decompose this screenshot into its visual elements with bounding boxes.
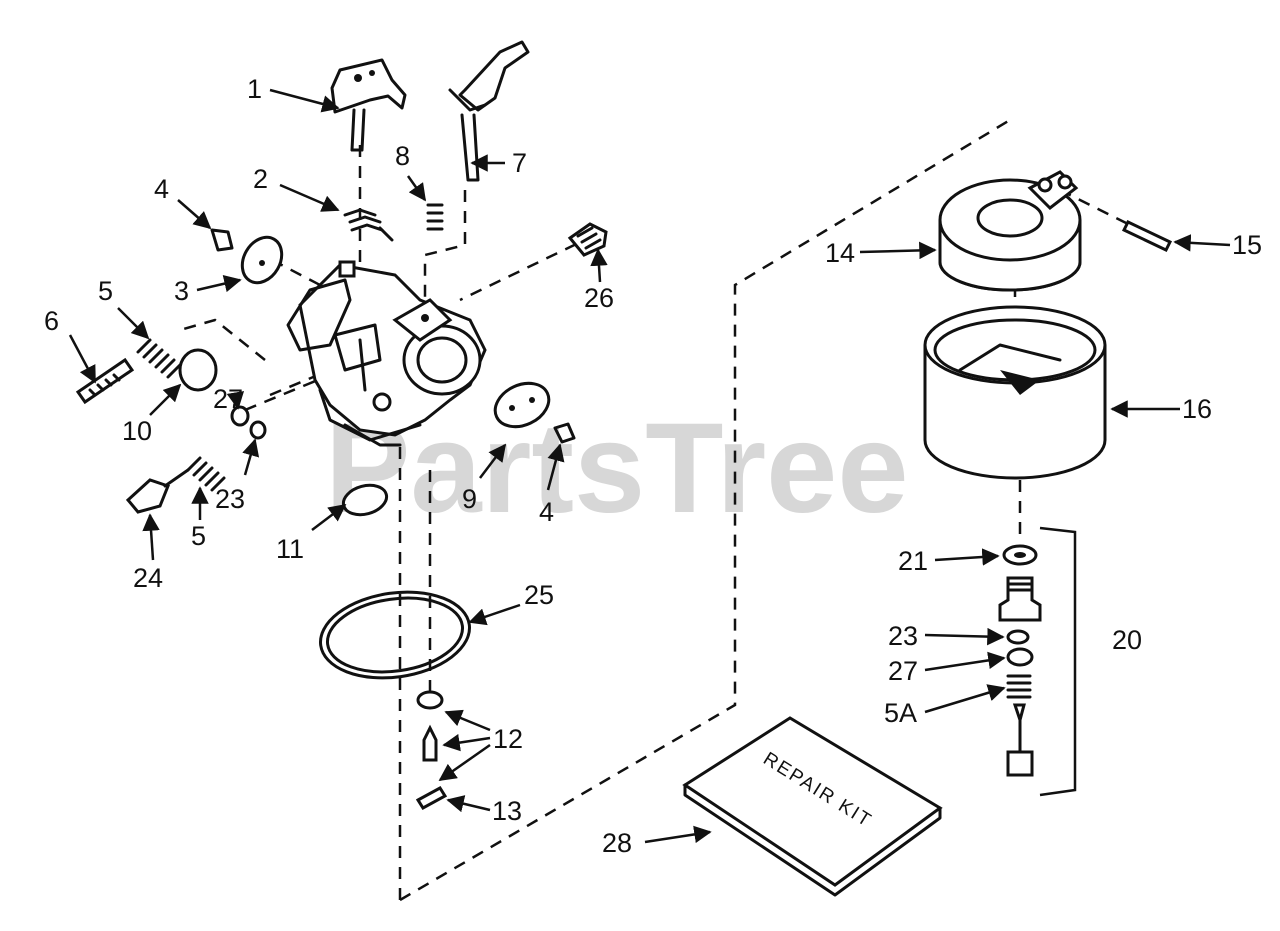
spring-part-5A: [1006, 674, 1032, 699]
callout-28: 28: [602, 828, 632, 858]
callout-21: 21: [898, 546, 928, 576]
float-bowl-cover-part-14: [938, 170, 1082, 292]
callout-11: 11: [276, 534, 304, 564]
callout-5-upper: 5: [98, 276, 113, 306]
callout-3: 3: [174, 276, 189, 306]
gasket-part-21: [1002, 544, 1038, 566]
repair-kit-part-28: REPAIR KIT: [682, 716, 943, 897]
choke-shaft-part-7: [448, 40, 530, 182]
main-nozzle-body: [998, 576, 1042, 622]
callout-23-left: 23: [215, 484, 245, 514]
screw-part-4-lower: [553, 422, 576, 444]
callout-12: 12: [493, 724, 523, 754]
clip-part-13: [415, 786, 448, 810]
washer-part-27-right: [1006, 647, 1034, 667]
callout-4-upper: 4: [154, 174, 169, 204]
needle-valve-part-24: [125, 468, 190, 514]
callout-27-left: 27: [213, 384, 243, 414]
callout-23-right: 23: [888, 621, 918, 651]
washer-part-23: [249, 420, 267, 440]
callout-5A: 5A: [884, 698, 917, 728]
spring-part-5-upper: [136, 338, 182, 379]
callout-14: 14: [825, 238, 855, 268]
callout-6: 6: [44, 306, 59, 336]
callout-20: 20: [1112, 625, 1142, 655]
callout-27-right: 27: [888, 656, 918, 686]
choke-plate-part-9: [493, 381, 551, 429]
callout-10: 10: [122, 416, 152, 446]
callout-1: 1: [247, 74, 262, 104]
callout-16: 16: [1182, 394, 1212, 424]
needle-part-5A: [1006, 703, 1034, 777]
callout-5-lower: 5: [191, 521, 206, 551]
bowl-gasket-part-25: [319, 590, 471, 680]
fitting-part-26: [567, 222, 608, 257]
callout-4-lower: 4: [539, 497, 554, 527]
callout-7: 7: [512, 148, 527, 178]
callout-9: 9: [462, 484, 477, 514]
throttle-plate-part-3: [240, 235, 284, 285]
spring-part-8: [426, 203, 444, 231]
float-bowl-part-16: [923, 305, 1107, 480]
washer-part-23-right: [1006, 629, 1030, 645]
callout-leaders: [68, 88, 1231, 844]
inlet-needle-seat-part-12: [416, 690, 444, 762]
welch-plug-part-10: [178, 348, 218, 392]
callout-15: 15: [1232, 230, 1262, 260]
throttle-shaft-part-1: [330, 58, 407, 152]
bracket-part-20: [1039, 526, 1077, 797]
callout-2: 2: [253, 164, 268, 194]
pin-part-15: [1121, 220, 1173, 252]
screw-part-6: [75, 357, 135, 405]
spring-part-5-lower: [186, 456, 226, 492]
callout-8: 8: [395, 141, 410, 171]
callout-labels: 1 2 3 4 5 6 7 8 26 10 27 23 24 5 9 4 11 …: [44, 74, 1262, 858]
callout-25: 25: [524, 580, 554, 610]
callout-26: 26: [584, 283, 614, 313]
spring-part-2: [343, 208, 394, 242]
callout-13: 13: [492, 796, 522, 826]
callout-24: 24: [133, 563, 163, 593]
carburetor-body: [286, 260, 487, 447]
screw-part-4-upper: [210, 228, 234, 252]
